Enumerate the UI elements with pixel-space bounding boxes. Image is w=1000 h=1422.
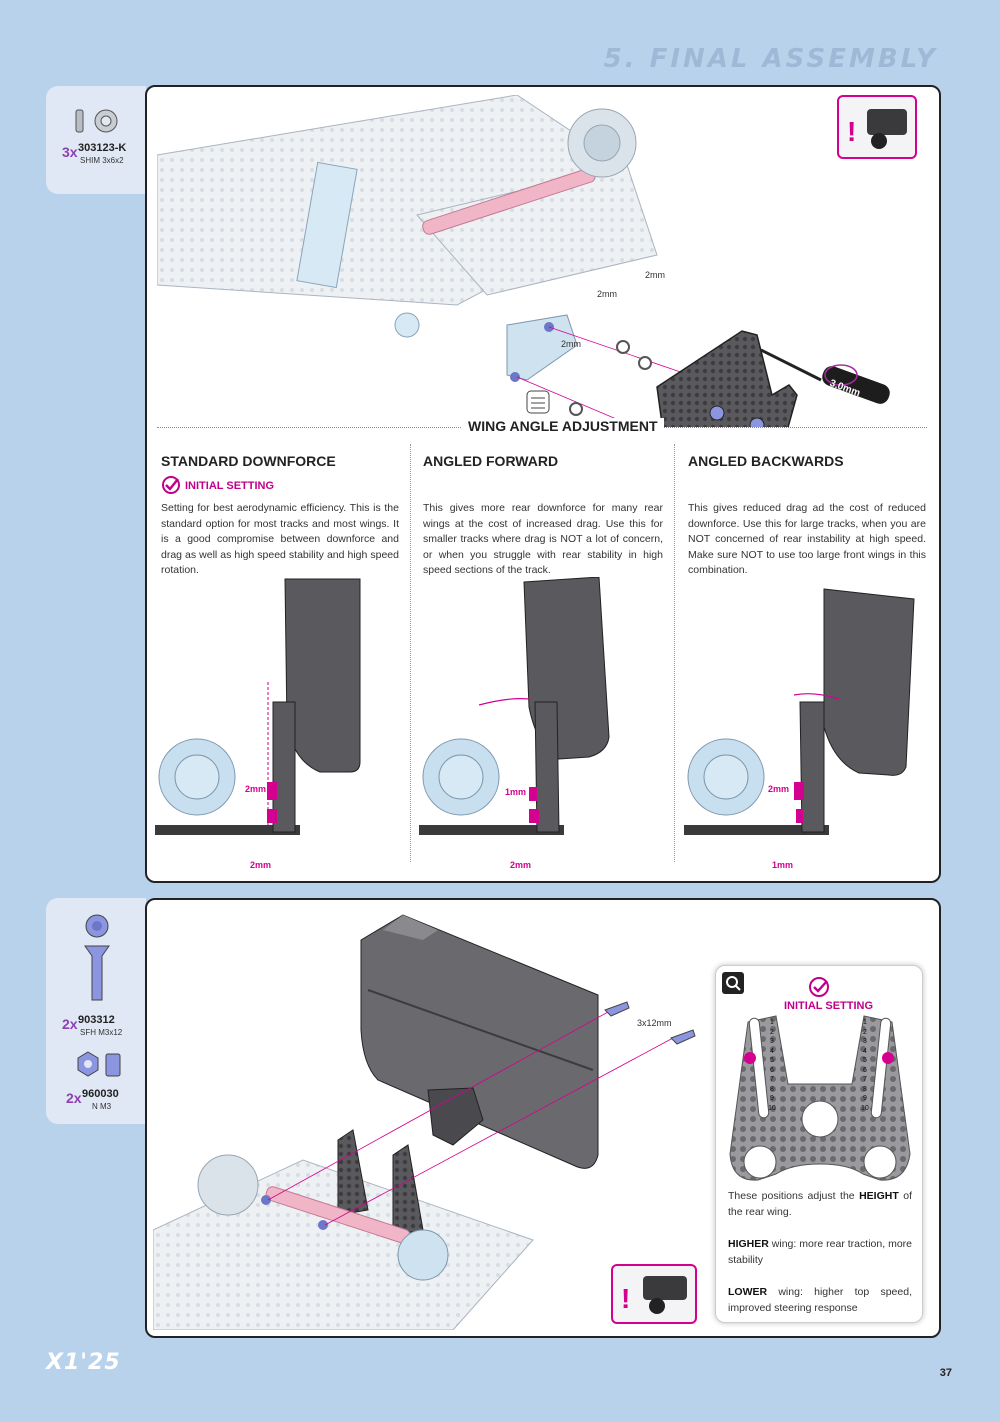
- initial-setting-badge: INITIAL SETTING: [185, 480, 275, 492]
- part-qty: 2x: [62, 1016, 78, 1032]
- svg-text:!: !: [847, 116, 856, 147]
- svg-text:!: !: [621, 1283, 630, 1314]
- wing-angle-diagram-standard: [155, 578, 361, 835]
- hex-driver-icon: [760, 348, 890, 404]
- step2-panel: 3x12mm ! INITIAL SETTING: [145, 898, 941, 1338]
- shim-icon: [75, 109, 118, 133]
- part-name: SFH M3x12: [80, 1028, 123, 1037]
- column-divider: [674, 444, 675, 862]
- rear-wing-assembly-illustration: [153, 914, 696, 1330]
- shim-callout-2mm: 2mm: [597, 289, 617, 299]
- shim-callout-2mm: 2mm: [561, 339, 581, 349]
- part-name: N M3: [92, 1102, 112, 1111]
- upper-shim-label: 2mm: [768, 784, 790, 794]
- wing-mount-plate-diagram: [729, 1015, 911, 1181]
- rear-wing-mount-illustration: [157, 95, 798, 427]
- part-qty: 3x: [62, 144, 78, 160]
- wing-angle-title: WING ANGLE ADJUSTMENT: [462, 418, 664, 434]
- parts-tab-step1: 3x 303123-K SHIM 3x6x2: [46, 86, 146, 194]
- check-icon: [162, 476, 180, 494]
- column-text: This gives more rear downforce for many …: [423, 502, 663, 576]
- warning-icon: !: [611, 1264, 697, 1324]
- page-number: 37: [939, 1367, 952, 1379]
- part-qty: 2x: [66, 1090, 82, 1106]
- parts-tab-step2: 2x 903312 SFH M3x12 2x 960030 N M3: [46, 898, 146, 1124]
- flat-head-screw-icon: [84, 914, 110, 1001]
- higher-wing-text: HIGHER wing: more rear traction, more st…: [728, 1238, 912, 1266]
- part-number: 903312: [78, 1014, 115, 1026]
- adjustment-settings-icon: [526, 390, 550, 414]
- column-heading: STANDARD DOWNFORCE: [161, 453, 336, 469]
- column-heading: ANGLED BACKWARDS: [688, 453, 844, 469]
- wing-angle-diagram-forward: [419, 577, 610, 835]
- part-number: 303123-K: [78, 142, 127, 154]
- upper-shim-label: 2mm: [245, 784, 267, 794]
- screw-callout: 3x12mm: [637, 1018, 672, 1028]
- shim-callout-2mm: 2mm: [645, 270, 665, 280]
- check-icon: [809, 977, 829, 997]
- lower-shim-label: 2mm: [510, 860, 532, 870]
- column-heading: ANGLED FORWARD: [423, 453, 559, 469]
- part-number: 960030: [82, 1088, 119, 1100]
- nut-icon: [77, 1051, 121, 1077]
- brand-logo: X1'25: [46, 1350, 121, 1375]
- step1-panel: 2mm 2mm 2mm 3.0mm ! WING ANGLE ADJUSTMEN…: [145, 85, 941, 883]
- warning-icon: !: [837, 95, 917, 159]
- part-name: SHIM 3x6x2: [80, 156, 124, 165]
- wing-angle-diagram-backwards: [684, 588, 915, 835]
- column-text: Setting for best aerodynamic efficiency.…: [161, 502, 399, 576]
- height-intro-text: These positions adjust the HEIGHT of the…: [728, 1190, 912, 1218]
- column-divider: [410, 444, 411, 862]
- column-text: This gives reduced drag ad the cost of r…: [688, 502, 926, 576]
- lower-shim-label: 2mm: [250, 860, 272, 870]
- upper-shim-label: 1mm: [505, 787, 527, 797]
- section-title: 5. FINAL ASSEMBLY: [603, 44, 938, 74]
- magnifier-icon: [722, 972, 744, 994]
- lower-wing-text: LOWER wing: higher top speed, improved s…: [728, 1286, 912, 1314]
- lower-shim-label: 1mm: [772, 860, 794, 870]
- initial-setting-badge: INITIAL SETTING: [784, 1000, 874, 1012]
